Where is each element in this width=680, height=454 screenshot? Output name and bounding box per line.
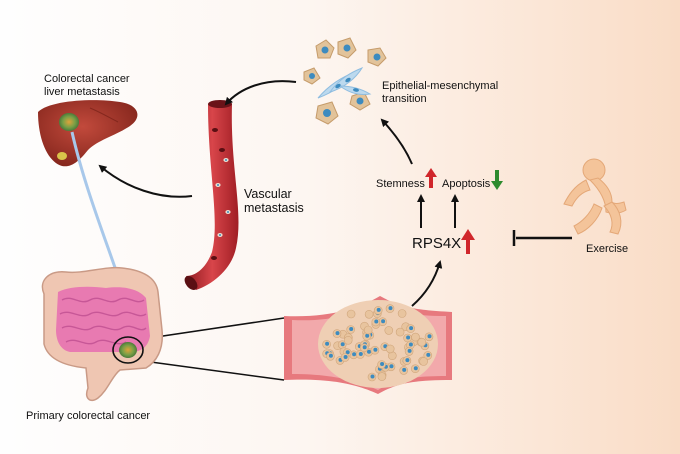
- tumor-cell-nucleus: [427, 334, 432, 339]
- tumor-cell: [395, 327, 405, 337]
- stemness-up-arrow: [425, 168, 437, 188]
- tumor-cell-nucleus: [381, 319, 386, 324]
- liver-metastasis-line-2: liver metastasis: [44, 85, 120, 98]
- tumor-cell: [411, 332, 420, 342]
- apoptosis-down-arrow: [491, 170, 503, 190]
- tumor-cell: [364, 309, 374, 319]
- tumor-cell-nucleus: [345, 350, 350, 355]
- tumor-cell-nucleus: [373, 347, 378, 352]
- tumor-cell-nucleus: [389, 364, 394, 369]
- tumor-cell: [377, 372, 387, 381]
- tumor-cell-nucleus: [328, 353, 333, 358]
- emt-line-2: transition: [382, 92, 427, 105]
- exercise-label: Exercise: [586, 243, 629, 255]
- tumor-cell: [385, 344, 395, 354]
- tumor-cell-nucleus: [376, 307, 381, 312]
- blood-vessel-icon: [184, 100, 239, 290]
- tumor-cell-nucleus: [370, 374, 375, 379]
- tumor-cell-nucleus: [352, 352, 357, 357]
- emt-line-1: Epithelial-mesenchymal: [382, 80, 499, 92]
- rps4x-up-arrow: [461, 229, 475, 254]
- vascular-label: Vascular metastasis: [244, 187, 304, 216]
- tumor-cell-nucleus: [380, 362, 385, 366]
- tumor-cell-nucleus: [365, 333, 370, 338]
- tumor-cell-nucleus: [340, 342, 345, 347]
- arrow-emt-to-vessel: [224, 80, 297, 106]
- apoptosis-label: Apoptosis: [442, 178, 491, 190]
- liver-metastasis-label: Colorectal cancer liver metastasis: [44, 73, 130, 98]
- tumor-cell-nucleus: [409, 326, 414, 331]
- primary-cancer-label: Primary colorectal cancer: [26, 410, 151, 422]
- runner-icon: [563, 158, 627, 235]
- rps4x-label: RPS4X: [412, 235, 462, 252]
- tumor-cell-nucleus: [407, 348, 412, 353]
- vascular-line-2: metastasis: [244, 201, 304, 216]
- tumor-cell-nucleus: [362, 345, 367, 350]
- tumor-cell-nucleus: [335, 331, 340, 336]
- tumor-cell: [419, 357, 428, 366]
- emt-cells-icon: [303, 37, 387, 125]
- arrow-stemness-to-emt: [380, 118, 413, 165]
- liver-icon: [38, 100, 138, 167]
- zoom-line-bottom: [135, 359, 285, 381]
- emt-label: Epithelial-mesenchymal transition: [382, 80, 498, 105]
- tumor-cell: [397, 309, 407, 318]
- tumor-cell-nucleus: [367, 349, 371, 354]
- tumor-cell-nucleus: [402, 367, 407, 372]
- vascular-line-1: Vascular: [244, 187, 292, 201]
- arrow-tumor-to-rps4x: [411, 260, 443, 307]
- tumor-cell-nucleus: [426, 352, 431, 357]
- tumor-cell-nucleus: [325, 341, 330, 346]
- tumor-cell-nucleus: [406, 335, 411, 340]
- tumor-cell-nucleus: [343, 355, 348, 359]
- tumor-cell-nucleus: [349, 327, 354, 331]
- tumor-cell: [363, 325, 373, 335]
- stemness-label: Stemness: [376, 178, 425, 190]
- tumor-cell-nucleus: [408, 342, 413, 347]
- tumor-cell: [346, 309, 356, 319]
- tumor-tissue-icon: [284, 296, 452, 394]
- tumor-cell: [343, 335, 353, 345]
- tumor-cell: [384, 326, 394, 335]
- arrow-vessel-to-liver: [98, 164, 193, 198]
- tumor-cell-nucleus: [358, 352, 363, 356]
- tumor-cell: [417, 337, 427, 347]
- tumor-cell-nucleus: [413, 366, 418, 371]
- intestine-icon: [41, 266, 164, 402]
- liver-metastasis-line-1: Colorectal cancer: [44, 73, 130, 85]
- tumor-cell-nucleus: [388, 306, 393, 311]
- inhibition-line: [512, 230, 572, 246]
- tumor-cell-nucleus: [405, 358, 410, 363]
- tumor-cell-nucleus: [374, 319, 379, 324]
